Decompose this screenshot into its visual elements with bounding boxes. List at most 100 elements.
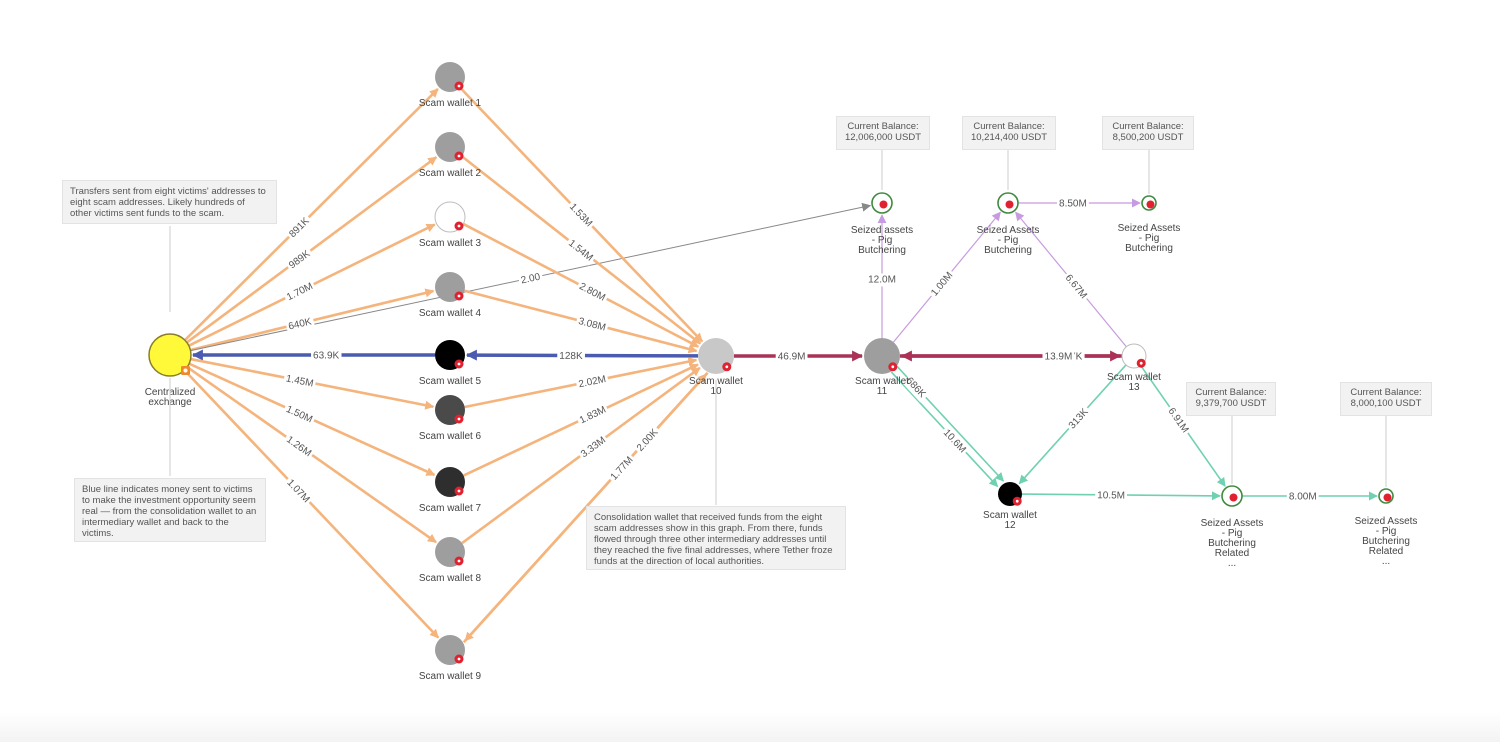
edge-label: 8.50M xyxy=(1057,197,1089,211)
edge-label: 1.07M xyxy=(282,475,314,508)
node-sw8[interactable]: Scam wallet 8 xyxy=(419,537,482,584)
edge-value-label: 1.83M xyxy=(578,405,608,427)
node-label: Seized assets xyxy=(851,225,913,236)
exchange-badge-dot xyxy=(183,368,188,373)
node-label: Seized Assets xyxy=(977,225,1040,236)
edge-label-bg xyxy=(563,235,597,266)
edge-label-bg xyxy=(284,246,315,274)
edge-labels-layer: 891K989K1.70M640K63.9K1.45M1.50M1.26M1.0… xyxy=(281,197,1319,508)
node-label: Scam wallet 6 xyxy=(419,431,482,442)
edge-label: 3.08M xyxy=(574,314,609,336)
edge-value-label: 10.5M xyxy=(1097,490,1125,501)
edge-label-bg xyxy=(285,213,314,243)
edge-exchange-sw2[interactable] xyxy=(186,156,438,344)
edge-label-bg xyxy=(574,314,609,336)
node-sw3[interactable]: Scam wallet 3 xyxy=(419,201,482,249)
node-sw4[interactable]: Scam wallet 4 xyxy=(419,272,482,319)
node-label: 12 xyxy=(1004,520,1016,531)
edge-value-label: 1.45M xyxy=(285,373,314,389)
node-label: Scam wallet 4 xyxy=(419,308,482,319)
node-label: Butchering xyxy=(1362,536,1410,547)
node-label: Scam wallet 1 xyxy=(419,98,482,109)
exchange-node[interactable] xyxy=(148,333,192,377)
node-label: Scam wallet 2 xyxy=(419,168,482,179)
node-seized5[interactable]: Seized Assets- PigButcheringRelated... xyxy=(1355,488,1418,567)
edge-label-bg xyxy=(1286,490,1319,504)
node-sw5[interactable]: Scam wallet 5 xyxy=(419,340,482,387)
balance-value: 12,006,000 USDT xyxy=(844,132,922,143)
edge-sw9-sw10[interactable] xyxy=(462,373,708,644)
edge-exchange-sw9[interactable] xyxy=(183,369,440,639)
edge-label: 10.6M xyxy=(938,425,970,458)
callout-lines-layer xyxy=(169,150,1387,505)
edge-value-label: 8.50M xyxy=(1059,199,1087,210)
node-label: - Pig xyxy=(1376,526,1397,537)
node-sw7[interactable]: Scam wallet 7 xyxy=(419,467,482,514)
node-label: Butchering xyxy=(984,245,1032,256)
edge-label-bg xyxy=(575,402,611,429)
node-label: 11 xyxy=(877,386,888,397)
edge-value-label: 128K xyxy=(559,351,583,362)
edge-label-bg xyxy=(517,270,544,288)
node-label: - Pig xyxy=(1222,528,1243,539)
edge-label-bg xyxy=(1095,489,1128,503)
edge-value-label: 2.02M xyxy=(578,374,607,390)
node-label: Related xyxy=(1215,548,1249,559)
edge-label: 2.80M xyxy=(574,279,610,306)
node-seized4[interactable]: Seized Assets- PigButcheringRelated... xyxy=(1201,485,1264,569)
balance-value: 10,214,400 USDT xyxy=(970,132,1048,143)
edge-label-bg xyxy=(775,350,808,364)
edge-label-bg xyxy=(1057,197,1089,211)
edge-value-label: 12.0M xyxy=(868,275,896,286)
edge-label-bg xyxy=(282,279,318,305)
note-blue-line: Blue line indicates money sent to victim… xyxy=(74,478,266,542)
edge-value-label: 1.70M xyxy=(285,281,315,303)
node-sw9[interactable]: Scam wallet 9 xyxy=(419,635,482,682)
node-label: - Pig xyxy=(998,235,1019,246)
scam-badge-dot xyxy=(457,154,461,158)
edge-label: 63.9K xyxy=(311,349,342,363)
tether-badge-icon xyxy=(1383,493,1392,502)
node-sw6[interactable]: Scam wallet 6 xyxy=(419,395,482,442)
node-label: Scam wallet 7 xyxy=(419,503,482,514)
edge-value-label: 1.53M xyxy=(567,202,594,230)
edge-label: 1.53M xyxy=(564,199,597,232)
edge-label: 2.02M xyxy=(575,372,610,392)
scam-badge-dot xyxy=(457,559,461,563)
edge-label: 1.45M xyxy=(282,372,317,391)
node-label: Seized Assets xyxy=(1118,223,1181,234)
node-label: Butchering xyxy=(1208,538,1256,549)
edge-label-bg xyxy=(901,373,930,403)
scam-badge-dot xyxy=(457,362,461,366)
edge-label: 1.54M xyxy=(563,235,597,266)
node-label: Scam wallet 3 xyxy=(419,238,482,249)
edge-label: 1.26M xyxy=(281,432,316,462)
tether-badge-icon xyxy=(1005,200,1014,209)
node-sw2[interactable]: Scam wallet 2 xyxy=(419,132,482,179)
edge-label: 12.0M xyxy=(866,273,898,287)
edge-value-label: 1.50M xyxy=(284,404,314,425)
balance-box-4: Current Balance: 9,379,700 USDT xyxy=(1186,382,1276,416)
node-label: 13 xyxy=(1128,382,1140,393)
edge-label-bg xyxy=(285,314,316,334)
balance-value: 8,000,100 USDT xyxy=(1350,398,1422,409)
tether-badge-icon xyxy=(879,200,888,209)
node-label: - Pig xyxy=(1139,233,1160,244)
node-sw1[interactable]: Scam wallet 1 xyxy=(419,62,482,109)
scam-badge-dot xyxy=(457,489,461,493)
scam-badge-dot xyxy=(457,84,461,88)
edge-label-bg xyxy=(632,424,663,456)
edge-exchange-sw1[interactable] xyxy=(183,88,439,342)
edge-label-bg xyxy=(575,372,610,392)
balance-box-3: Current Balance: 8,500,200 USDT xyxy=(1102,116,1194,150)
edge-label: 128K xyxy=(557,349,585,364)
edge-label: 13.9M xyxy=(1042,350,1075,364)
edge-value-label: 640K xyxy=(287,316,313,332)
edge-label-bg xyxy=(1060,270,1091,304)
